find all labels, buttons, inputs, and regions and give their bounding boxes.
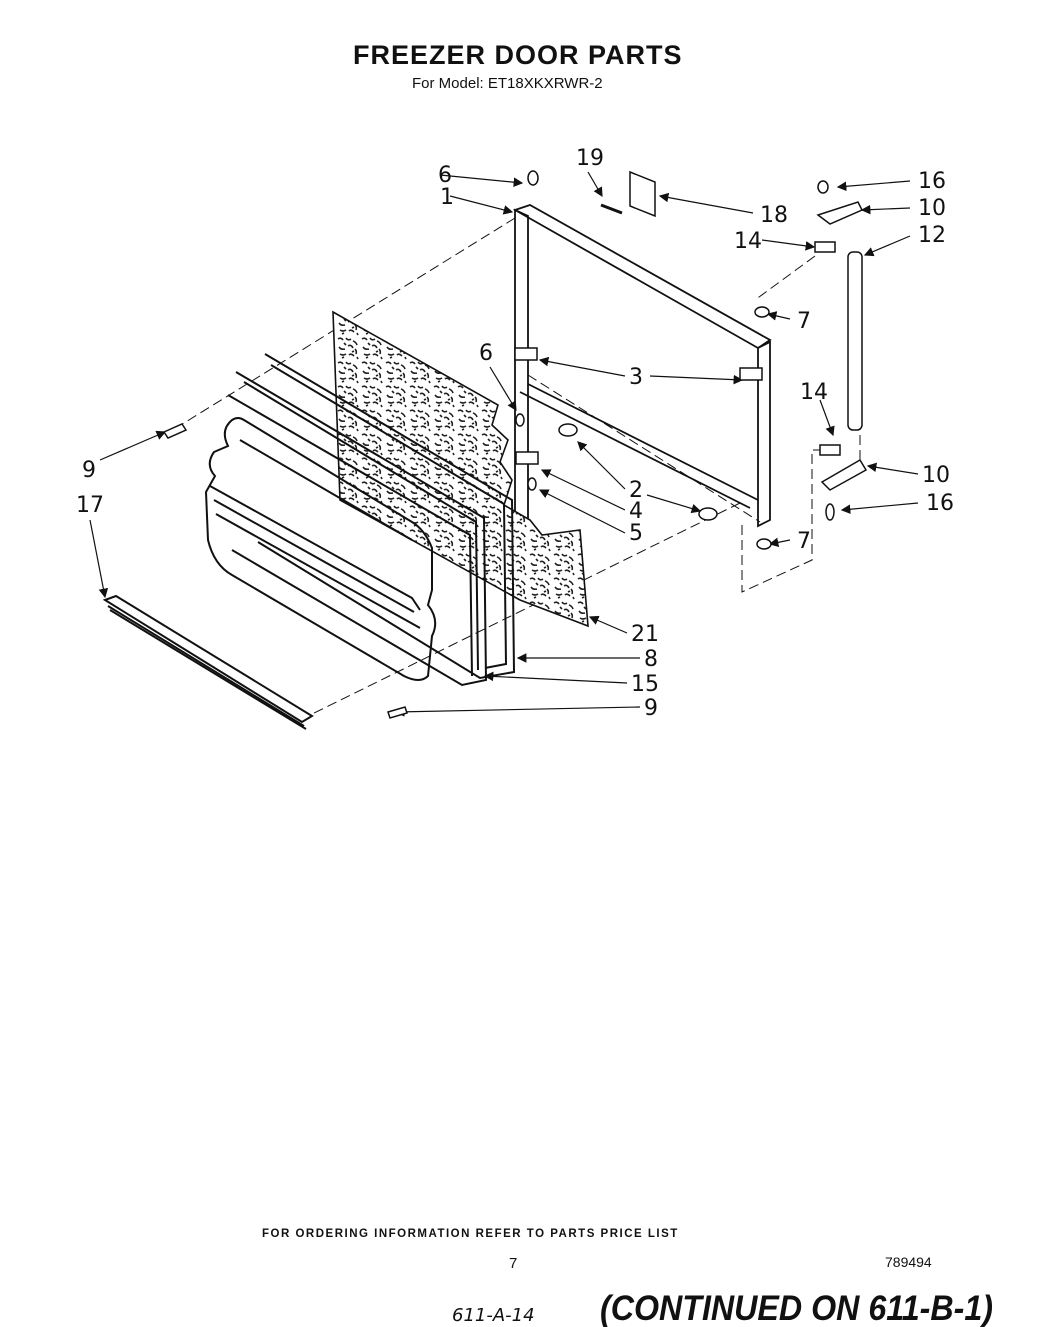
model-subtitle: For Model: ET18XKXRWR-2 bbox=[412, 75, 603, 92]
door-gaskets bbox=[227, 353, 516, 687]
callout-10-bottom: 10 bbox=[922, 463, 950, 488]
callout-1: 1 bbox=[440, 185, 454, 210]
callout-21: 21 bbox=[631, 622, 659, 647]
callout-8: 8 bbox=[644, 647, 658, 672]
callout-14-top: 14 bbox=[734, 229, 762, 254]
callout-15: 15 bbox=[631, 672, 659, 697]
page-number: 7 bbox=[509, 1255, 518, 1272]
callout-16-bottom: 16 bbox=[926, 491, 954, 516]
callout-6-mid: 6 bbox=[479, 341, 493, 366]
callout-10-top: 10 bbox=[918, 196, 946, 221]
ordering-note: FOR ORDERING INFORMATION REFER TO PARTS … bbox=[262, 1228, 679, 1240]
door-liner bbox=[204, 417, 437, 681]
door-shelf bbox=[102, 594, 314, 730]
callout-labels: 6 1 19 18 14 16 10 12 7 3 6 14 2 4 5 10 … bbox=[76, 146, 954, 721]
callout-7-top: 7 bbox=[797, 309, 811, 334]
callout-9-bottom: 9 bbox=[644, 696, 658, 721]
callout-7-bottom: 7 bbox=[797, 529, 811, 554]
callout-5: 5 bbox=[629, 521, 643, 546]
document-number: 789494 bbox=[885, 1254, 932, 1270]
page-title: FREEZER DOOR PARTS bbox=[353, 40, 683, 70]
callout-3: 3 bbox=[629, 365, 643, 390]
callout-4: 4 bbox=[629, 499, 643, 524]
callout-17: 17 bbox=[76, 493, 104, 518]
callout-18: 18 bbox=[760, 203, 788, 228]
handwritten-reference: 611-A-14 bbox=[452, 1305, 535, 1326]
continued-note: (CONTINUED ON 611-B-1) bbox=[600, 1289, 993, 1327]
callout-6-top: 6 bbox=[438, 163, 452, 188]
callout-9-left: 9 bbox=[82, 458, 96, 483]
callout-14-mid: 14 bbox=[800, 380, 828, 405]
leader-lines bbox=[89, 171, 919, 717]
hinge-hardware bbox=[162, 170, 868, 719]
callout-19: 19 bbox=[576, 146, 604, 171]
callout-12: 12 bbox=[918, 223, 946, 248]
callout-2: 2 bbox=[629, 478, 643, 503]
callout-16-top: 16 bbox=[918, 169, 946, 194]
